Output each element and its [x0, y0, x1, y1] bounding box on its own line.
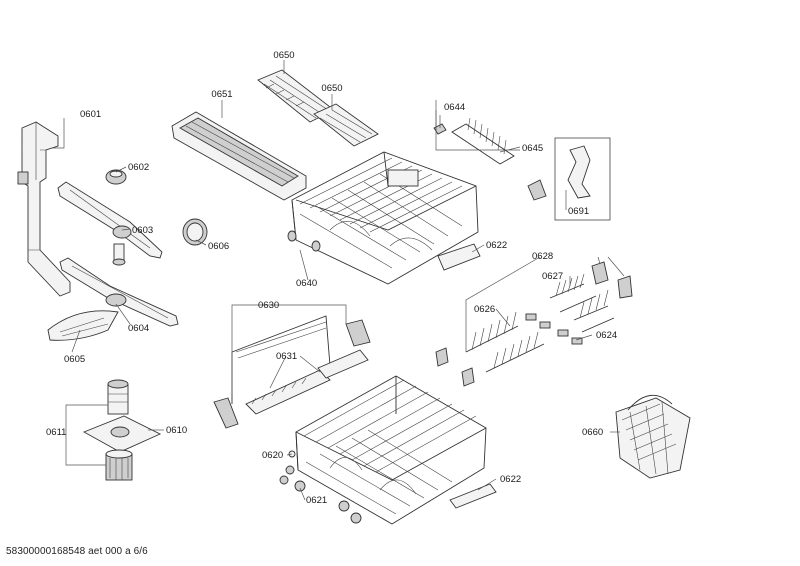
lower-basket[interactable]: [295, 375, 487, 525]
part-0611-filter-cylinder[interactable]: [105, 379, 133, 481]
part-0610-filter-plate[interactable]: [82, 415, 162, 453]
label-0620: 0620: [262, 450, 283, 461]
part-0626-cup-racks[interactable]: [465, 311, 545, 373]
label-0626: 0626: [474, 304, 495, 315]
part-0602-nut[interactable]: [105, 169, 127, 185]
label-0651: 0651: [211, 89, 232, 100]
part-0650-knife-rack-b[interactable]: [313, 103, 379, 147]
label-0627: 0627: [542, 271, 563, 282]
part-0622-upper-handle[interactable]: [437, 243, 481, 271]
part-0631-knife-holders[interactable]: [245, 349, 369, 415]
part-0622-lower-handle[interactable]: [449, 483, 497, 509]
part-0651-cutlery-tray[interactable]: [171, 111, 307, 201]
label-0605: 0605: [64, 354, 85, 365]
part-0640-upper-basket[interactable]: [287, 151, 479, 285]
part-0601-supply-pipe[interactable]: [17, 121, 71, 297]
label-0628: 0628: [532, 251, 553, 262]
part-0603-upper-spray-arm[interactable]: [57, 181, 163, 266]
label-0603: 0603: [132, 225, 153, 236]
label-0691: 0691: [568, 206, 589, 217]
part-0627-tine-racks[interactable]: [549, 273, 615, 333]
label-0604: 0604: [128, 323, 149, 334]
part-0645-tine-rack[interactable]: [451, 117, 515, 165]
label-0622-bottom: 0622: [500, 474, 521, 485]
label-0624: 0624: [596, 330, 617, 341]
label-0630: 0630: [258, 300, 279, 311]
document-code-footer: 58300000168548 aet 000 a 6/6: [6, 546, 148, 557]
label-0631: 0631: [276, 351, 297, 362]
part-0691-holder-box[interactable]: [527, 137, 611, 221]
label-0601: 0601: [80, 109, 101, 120]
label-0650-a: 0650: [273, 50, 294, 61]
label-0644: 0644: [444, 102, 465, 113]
part-0630-rail-assembly[interactable]: [213, 315, 371, 429]
label-0611: 0611: [46, 427, 66, 438]
label-0621: 0621: [306, 495, 327, 506]
label-0602: 0602: [128, 162, 149, 173]
label-0640: 0640: [296, 278, 317, 289]
label-0610: 0610: [166, 425, 187, 436]
part-0604-lower-spray-arm[interactable]: [59, 257, 179, 327]
part-0606-round-filter[interactable]: [182, 218, 208, 246]
label-0650-b: 0650: [321, 83, 342, 94]
part-0624-clips[interactable]: [525, 313, 583, 345]
label-0622-top: 0622: [486, 240, 507, 251]
label-0660: 0660: [582, 427, 603, 438]
part-0644-clip[interactable]: [433, 123, 447, 135]
part-0660-cutlery-basket[interactable]: [615, 395, 691, 479]
label-0645: 0645: [522, 143, 543, 154]
leader-lines: [52, 60, 625, 501]
part-0628-hinges[interactable]: [435, 261, 633, 387]
part-0621-rollers[interactable]: [294, 480, 362, 524]
label-0606: 0606: [208, 241, 229, 252]
part-0605-filter-plate[interactable]: [47, 310, 119, 341]
